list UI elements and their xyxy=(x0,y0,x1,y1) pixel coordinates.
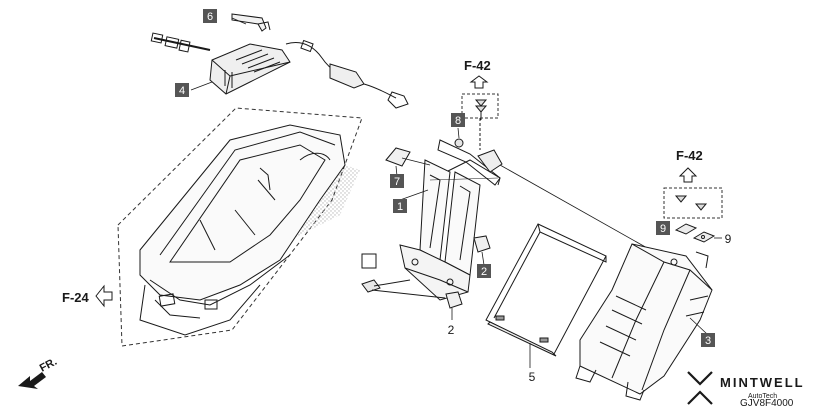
ref-f42-right: F-42 xyxy=(663,148,723,219)
ref-f42-top-label: F-42 xyxy=(464,58,491,73)
ref-f42-right-arrow-icon xyxy=(678,167,698,183)
front-label: FR. xyxy=(38,356,59,375)
callout-5: 5 xyxy=(529,370,536,384)
callout-2a-label: 2 xyxy=(481,266,487,278)
callout-9b: 9 xyxy=(725,232,732,246)
diagram-code: GJV8F4000 xyxy=(740,398,794,409)
ref-f24-label: F-24 xyxy=(62,290,90,305)
bracket-part-6 xyxy=(231,13,271,32)
battery-case-part-3 xyxy=(575,243,713,401)
callout-2b-label: 2 xyxy=(448,323,455,337)
callout-3: 3 xyxy=(701,333,715,347)
ref-f42-right-label: F-42 xyxy=(676,148,703,163)
tab-part-7 xyxy=(385,147,431,167)
callout-6: 6 xyxy=(203,9,217,23)
callout-9b-label: 9 xyxy=(725,232,732,246)
callout-7-label: 7 xyxy=(394,176,400,188)
callout-9a-label: 9 xyxy=(660,223,666,235)
brand-logo-icon xyxy=(687,371,713,405)
control-unit-part-4 xyxy=(150,32,409,109)
callout-2a: 2 xyxy=(477,264,491,278)
callout-6-label: 6 xyxy=(207,11,213,23)
callout-8-label: 8 xyxy=(455,115,461,127)
callout-5-label: 5 xyxy=(529,370,536,384)
leader-lines xyxy=(190,17,708,368)
storage-box xyxy=(117,107,363,347)
front-direction: FR. xyxy=(18,356,59,389)
washers-part-9 xyxy=(674,223,722,243)
battery-part-5 xyxy=(485,223,607,357)
callout-1: 1 xyxy=(393,199,407,213)
brand-watermark: MINTWELL AutoTech GJV8F4000 xyxy=(687,371,805,409)
callout-4: 4 xyxy=(175,83,189,97)
brand-tagline: AutoTech xyxy=(748,393,777,400)
callout-8: 8 xyxy=(451,113,465,127)
ref-f24: F-24 xyxy=(62,284,113,308)
bolt-with-washer xyxy=(361,253,446,299)
mount-bracket-part-1 xyxy=(399,118,673,301)
ref-f42-top-arrow-icon xyxy=(469,75,489,89)
callout-9a: 9 xyxy=(656,221,670,235)
callout-3-label: 3 xyxy=(705,335,711,347)
ref-f42-top: F-42 xyxy=(461,58,499,119)
callout-7: 7 xyxy=(390,174,404,188)
callout-1-label: 1 xyxy=(397,201,403,213)
ref-f24-arrow-icon xyxy=(95,284,113,308)
brand-name: MINTWELL xyxy=(720,375,805,390)
callout-2b: 2 xyxy=(448,323,455,337)
clips-part-2 xyxy=(445,235,491,309)
front-arrow-icon xyxy=(18,372,46,389)
callout-4-label: 4 xyxy=(179,85,185,97)
